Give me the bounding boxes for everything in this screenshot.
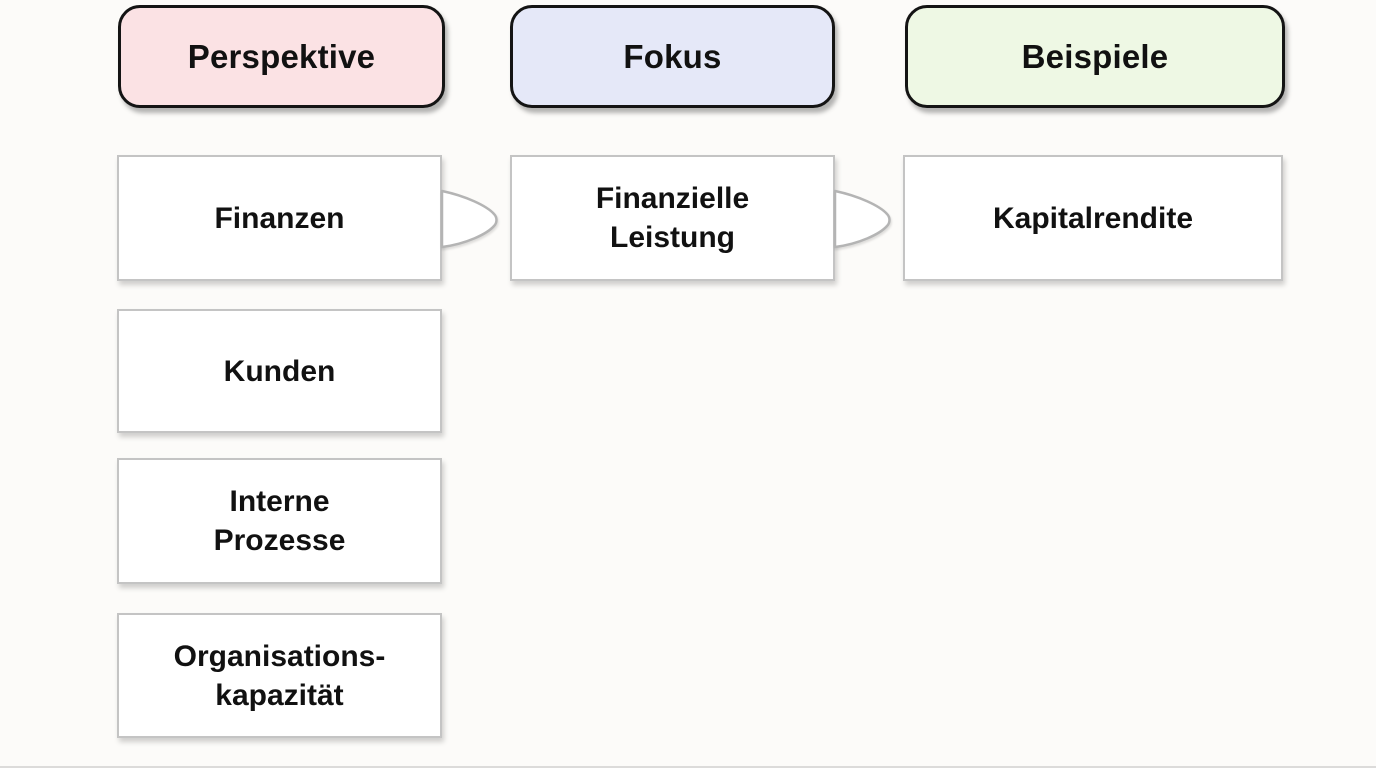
connector-finanzen-to-finanzielle-leistung bbox=[440, 189, 506, 249]
box-organisationskapazitaet-label: Organisations- kapazität bbox=[173, 639, 386, 712]
column-header-fokus: Fokus bbox=[510, 5, 835, 108]
column-header-beispiele: Beispiele bbox=[905, 5, 1285, 108]
bottom-edge-line bbox=[0, 766, 1376, 768]
box-kunden: Kunden bbox=[117, 309, 442, 433]
box-finanzielle-leistung: Finanzielle Leistung bbox=[510, 155, 835, 281]
box-kapitalrendite: Kapitalrendite bbox=[903, 155, 1283, 281]
arrow-right-icon bbox=[440, 189, 498, 249]
connector-finanzielle-leistung-to-kapitalrendite bbox=[833, 189, 899, 249]
column-header-perspektive: Perspektive bbox=[118, 5, 445, 108]
box-finanzen: Finanzen bbox=[117, 155, 442, 281]
box-organisationskapazitaet: Organisations- kapazität bbox=[117, 613, 442, 738]
box-kunden-label: Kunden bbox=[223, 354, 336, 388]
column-header-beispiele-label: Beispiele bbox=[1021, 37, 1169, 75]
box-finanzielle-leistung-label: Finanzielle Leistung bbox=[595, 182, 750, 254]
arrow-right-icon bbox=[833, 189, 891, 249]
box-interne-prozesse-label: Interne Prozesse bbox=[213, 485, 346, 557]
column-header-fokus-label: Fokus bbox=[623, 37, 722, 75]
column-header-perspektive-label: Perspektive bbox=[187, 37, 376, 75]
box-interne-prozesse: Interne Prozesse bbox=[117, 458, 442, 584]
box-kapitalrendite-label: Kapitalrendite bbox=[992, 201, 1194, 235]
box-finanzen-label: Finanzen bbox=[214, 201, 345, 235]
